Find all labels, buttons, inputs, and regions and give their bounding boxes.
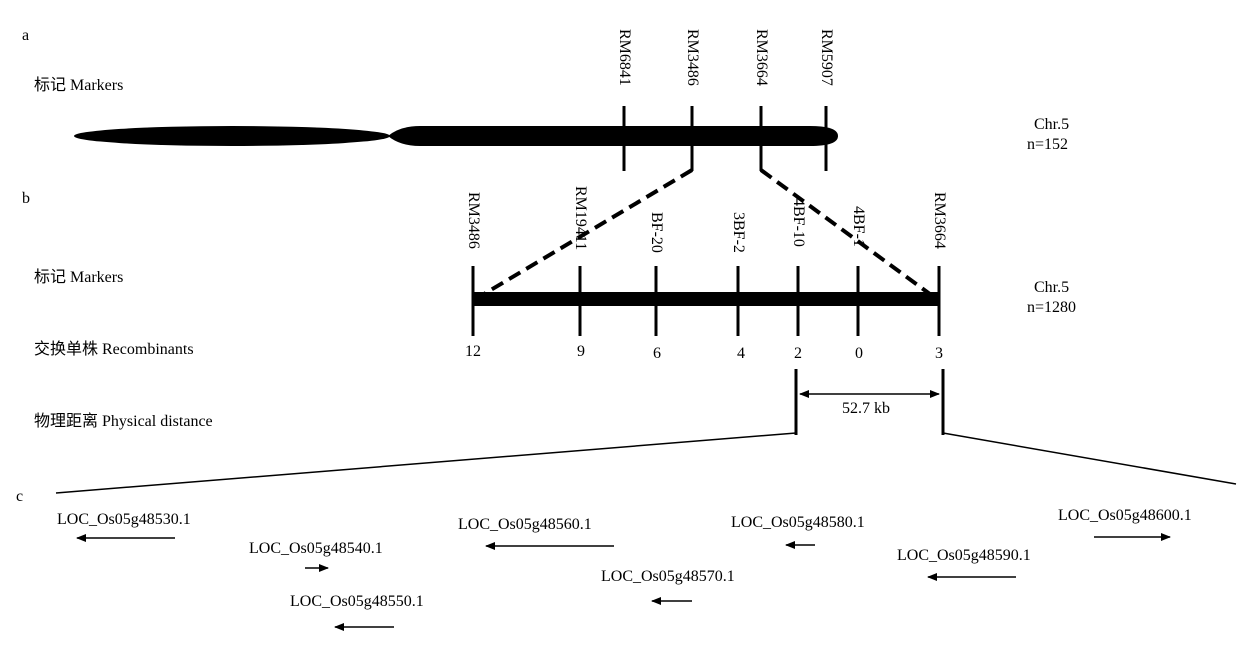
physical-distance-value: 52.7 kb [842,400,890,417]
panel-a-chr: Chr.5 [1034,116,1070,133]
panel-b-n: n=1280 [1027,299,1077,316]
panel-a-n: n=152 [1027,136,1069,153]
fine-map-bar [472,292,940,306]
chromosome-5-overview [74,126,838,146]
marker-label-4bf-1: 4BF-1 [850,206,867,247]
marker-label-4bf-10: 4BF-10 [790,198,807,247]
marker-label-3bf-2: 3BF-2 [730,212,747,253]
marker-label-rm3664: RM3664 [753,29,770,86]
marker-label-rm6841: RM6841 [616,29,633,86]
gene-label-48550: LOC_Os05g48550.1 [290,593,424,610]
marker-label-rm19411: RM19411 [572,186,589,251]
panel-b-label: b [22,190,30,207]
gene-label-48600: LOC_Os05g48600.1 [1058,507,1192,524]
physical-distance-label: 物理距离 Physical distance [34,413,213,430]
panel-b-chr: Chr.5 [1034,279,1070,296]
marker-label-b-rm3486: RM3486 [465,192,482,249]
marker-label-rm5907: RM5907 [818,29,835,86]
recombinant-count-3bf-2: 4 [737,345,745,362]
panel-c-label: c [16,488,24,505]
gene-arrows [76,533,1171,631]
panel-b-marker-ticks [471,266,941,336]
zoom-lines-b-to-c [55,432,1237,494]
panel-b-markers-label: 标记 Markers [34,269,124,286]
gene-label-48590: LOC_Os05g48590.1 [897,547,1031,564]
gene-label-48530: LOC_Os05g48530.1 [57,511,191,528]
gene-label-48570: LOC_Os05g48570.1 [601,568,735,585]
gene-label-48580: LOC_Os05g48580.1 [731,514,865,531]
recombinant-count-4bf-10: 2 [794,345,802,362]
recombinant-count-bf-20: 6 [653,345,661,362]
gene-label-48560: LOC_Os05g48560.1 [458,516,592,533]
gene-label-48540: LOC_Os05g48540.1 [249,540,383,557]
panel-a-label: a [22,27,30,44]
recombinant-count-rm3664: 3 [935,345,943,362]
marker-label-bf-20: BF-20 [648,212,665,253]
marker-label-b-rm3664: RM3664 [931,192,948,249]
panel-a-markers-label: 标记 Markers [34,77,124,94]
panel-a-marker-ticks [622,106,828,171]
marker-label-rm3486: RM3486 [684,29,701,86]
recombinant-count-rm3486: 12 [465,343,481,360]
recombinant-count-4bf-1: 0 [855,345,863,362]
recombinants-label: 交换单株 Recombinants [34,341,194,358]
zoom-lines-a-to-b [472,168,940,302]
physical-distance-bounds [794,369,945,435]
recombinant-count-rm19411: 9 [577,343,585,360]
